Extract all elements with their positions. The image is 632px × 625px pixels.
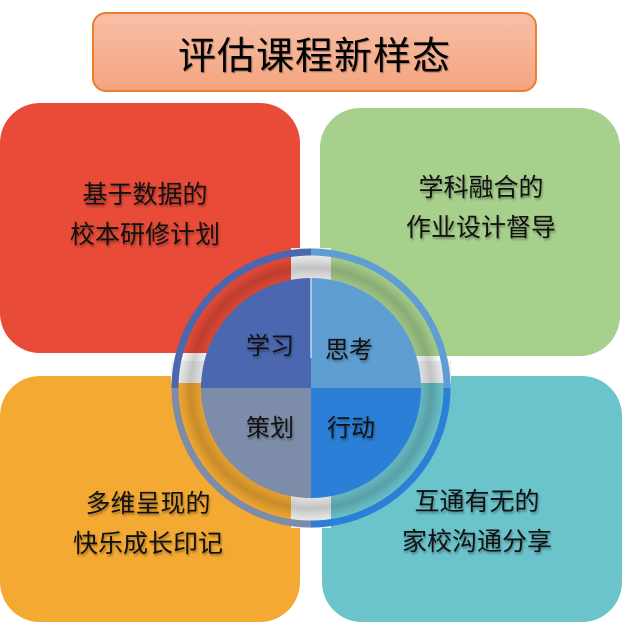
quadrant-line: 互通有无的 bbox=[414, 487, 540, 516]
ring-arc-bottom-right bbox=[310, 387, 451, 528]
quadrant-line: 多维呈现的 bbox=[85, 489, 211, 518]
quadrant-line: 家校沟通分享 bbox=[401, 527, 552, 556]
ring-arc-bottom-left bbox=[171, 387, 312, 528]
segment-label-plan: 策划 bbox=[246, 414, 294, 442]
quadrant-line: 校本研修计划 bbox=[69, 220, 220, 249]
segment-think bbox=[311, 278, 421, 388]
quadrant-line: 作业设计督导 bbox=[405, 213, 556, 242]
segment-learn bbox=[201, 278, 311, 388]
quadrant-line: 学科融合的 bbox=[418, 173, 544, 202]
diagram-title: 评估课程新样态 bbox=[177, 33, 451, 78]
quadrant-line: 基于数据的 bbox=[82, 180, 208, 209]
ring-arc-top-right bbox=[310, 248, 451, 389]
segment-plan bbox=[201, 388, 311, 498]
segment-label-think: 思考 bbox=[325, 336, 373, 364]
ring-arc-top-left bbox=[171, 248, 312, 389]
segment-label-learn: 学习 bbox=[246, 332, 294, 360]
center-wheel bbox=[171, 248, 451, 528]
title-box: 评估课程新样态 bbox=[92, 12, 537, 92]
segment-act bbox=[311, 388, 421, 498]
quadrant-top-left: 基于数据的 校本研修计划 bbox=[0, 103, 300, 353]
quadrant-line: 快乐成长印记 bbox=[72, 529, 223, 558]
segment-label-act: 行动 bbox=[327, 414, 375, 442]
